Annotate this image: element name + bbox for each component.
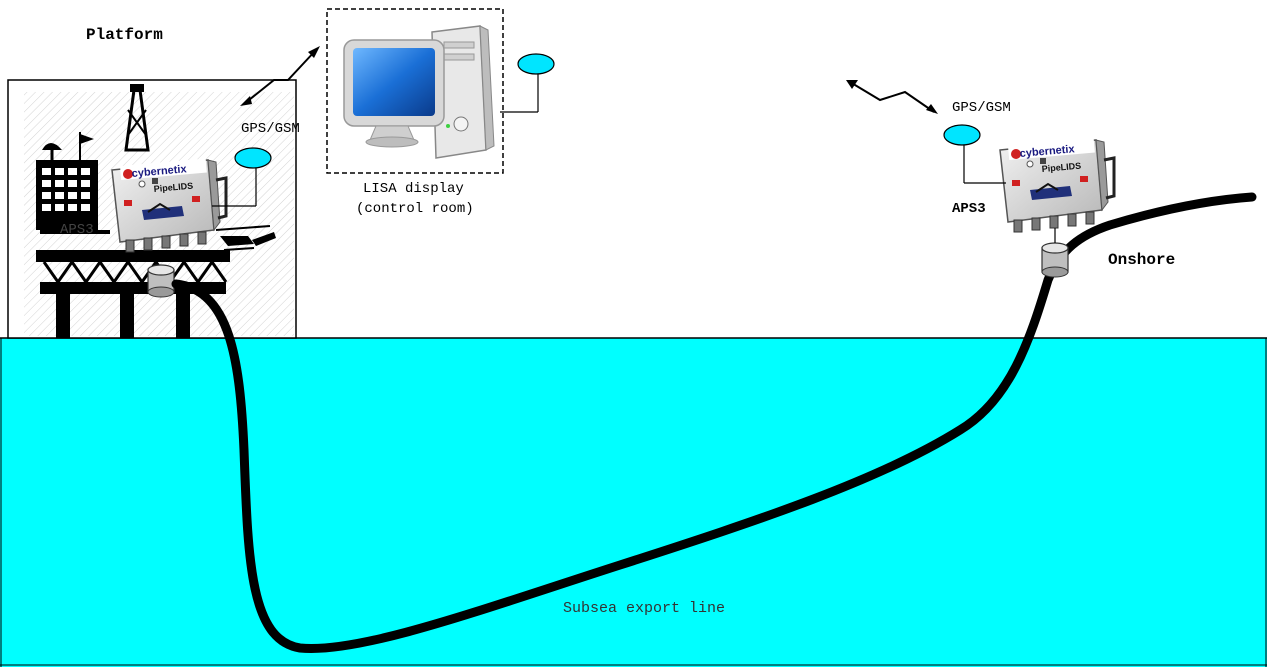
label-control-room: (control room) [356,201,474,217]
label-aps-onshore: APS3 [952,201,986,217]
gps-antenna-platform [234,147,272,169]
device-product-onshore: PipeLIDS [1041,161,1081,174]
label-gps-gsm-onshore: GPS/GSM [952,100,1011,116]
computer-icon [343,25,495,159]
wireless-link-arrow-platform [240,46,320,106]
wireless-link-arrow-onshore [846,80,938,114]
label-platform: Platform [86,26,163,44]
sea-area [0,338,1267,667]
label-subsea-export-line: Subsea export line [563,600,725,617]
subsea-pipeline [171,192,1257,654]
oil-platform-icon [36,84,276,338]
label-aps-platform: APS3 [60,222,94,238]
device-brand-platform: cybernetix [131,163,188,180]
pipe-head-onshore [1041,242,1069,278]
pipe-head-platform [147,264,175,298]
label-lisa-display: LISA display [363,181,464,197]
device-brand-onshore: cybernetix [1019,143,1076,160]
label-onshore: Onshore [1108,251,1175,269]
pipelids-device-onshore: cybernetix PipeLIDS [998,137,1116,234]
gps-antenna-onshore [943,124,981,146]
gps-antenna-lisa [517,53,555,75]
pipelids-device-platform: cybernetix PipeLIDS [110,157,228,254]
label-gps-gsm-platform: GPS/GSM [241,121,300,137]
device-product-platform: PipeLIDS [153,181,193,194]
